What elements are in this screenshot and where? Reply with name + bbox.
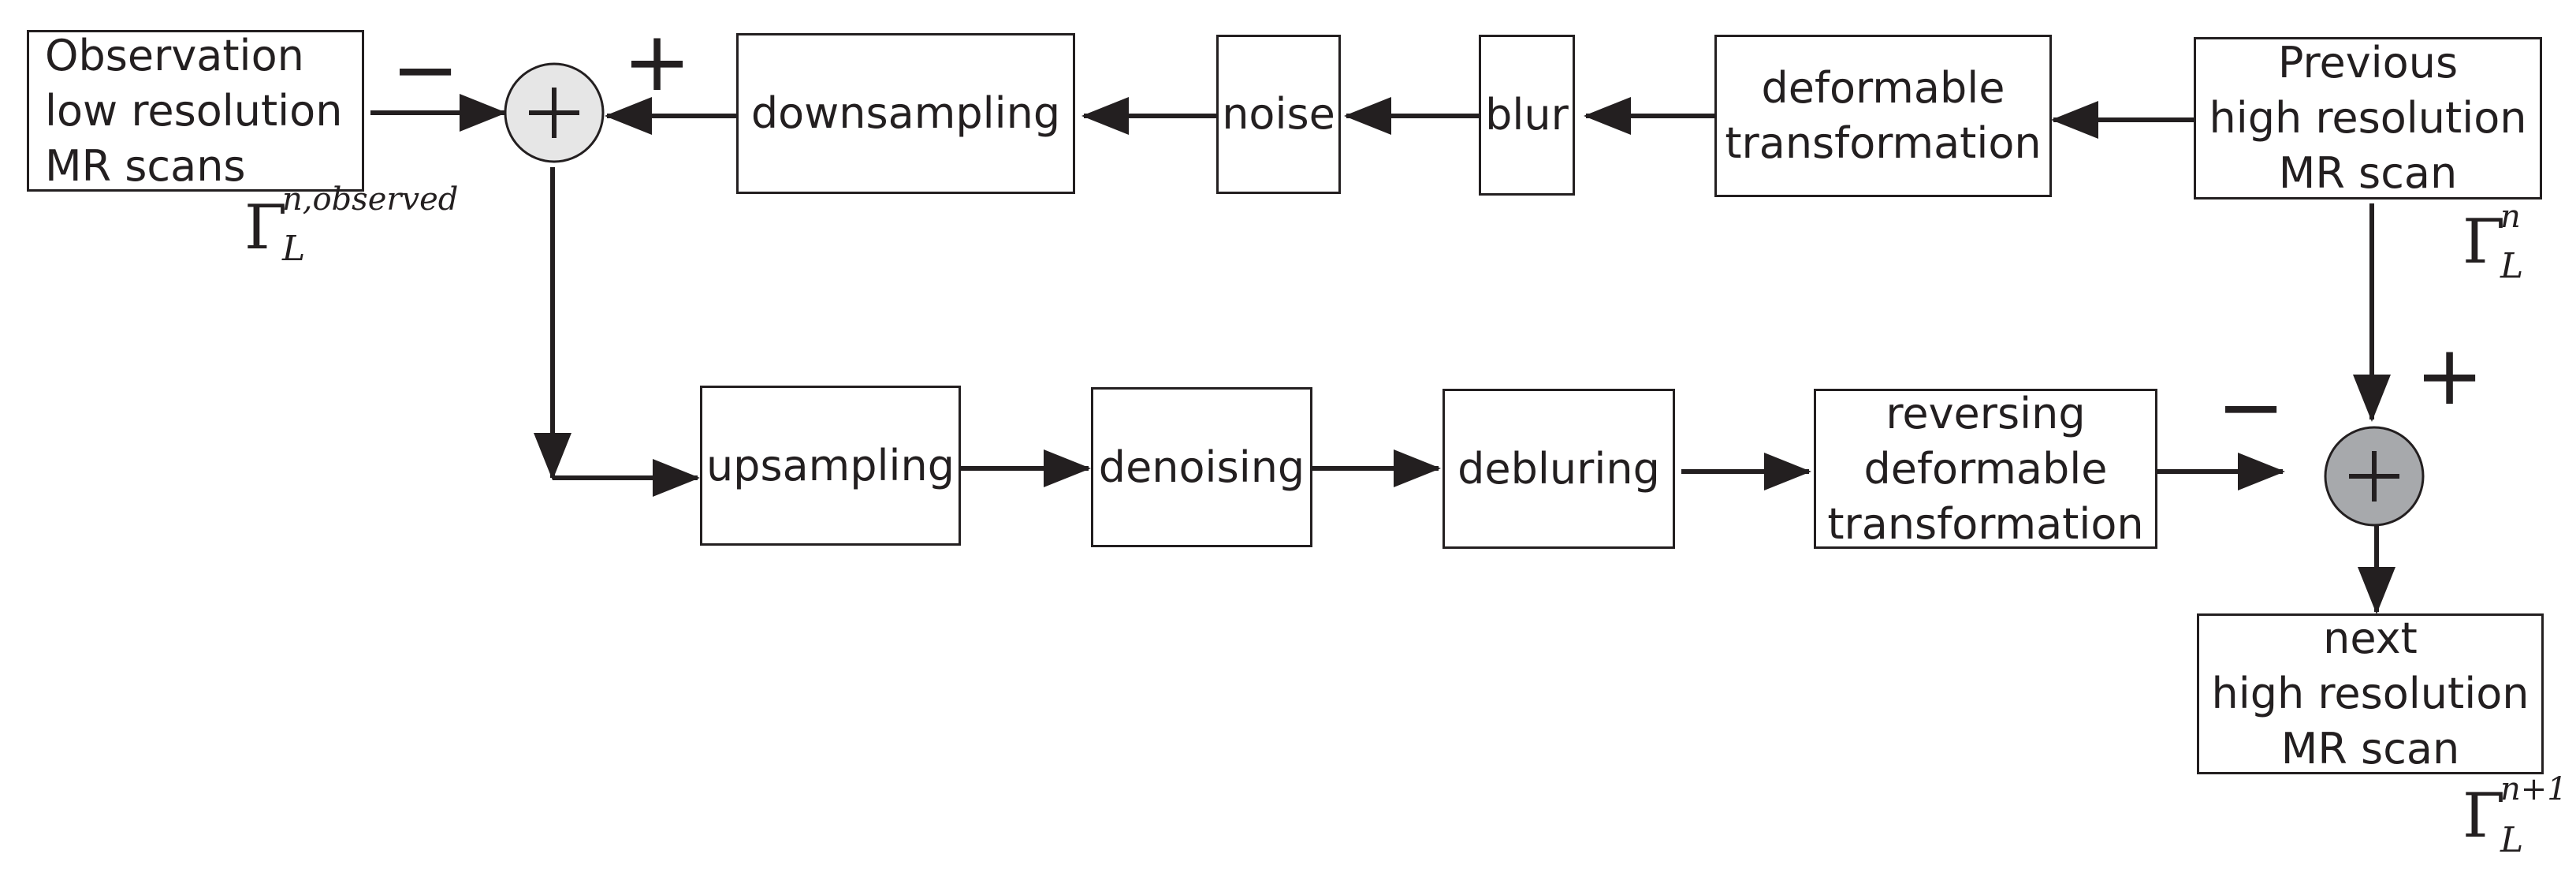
blur-label: blur xyxy=(1485,90,1569,140)
reversing-block: reversing deformable transformation xyxy=(1814,389,2157,549)
observation-label: Observation low resolution MR scans xyxy=(45,30,343,191)
reversing-label: reversing deformable transformation xyxy=(1827,388,2144,549)
deformable-label: deformable transformation xyxy=(1725,63,2042,168)
observation-block: Observation low resolution MR scans xyxy=(27,30,364,192)
gamma-observed-sub: L xyxy=(282,229,306,269)
right-minus-sign: − xyxy=(2217,359,2286,455)
gamma-next-symbol: Γ n+1 L xyxy=(2462,771,2567,860)
downsampling-label: downsampling xyxy=(750,88,1061,138)
downsampling-block: downsampling xyxy=(736,33,1075,194)
gamma-previous-symbol: Γ n L xyxy=(2462,199,2523,286)
previous-scan-block: Previous high resolution MR scan xyxy=(2194,37,2542,199)
noise-label: noise xyxy=(1222,89,1335,139)
deformable-block: deformable transformation xyxy=(1714,35,2052,197)
denoising-label: denoising xyxy=(1098,442,1305,492)
gamma-observed-base: Γ xyxy=(244,192,288,263)
upsampling-block: upsampling xyxy=(700,386,961,546)
gamma-next-sup: n+1 xyxy=(2500,771,2567,807)
gamma-observed-sup: n,observed xyxy=(282,181,459,218)
top-plus-sign: + xyxy=(623,13,692,110)
next-scan-block: next high resolution MR scan xyxy=(2197,613,2544,774)
gamma-next-sub: L xyxy=(2500,820,2524,860)
next-scan-label: next high resolution MR scan xyxy=(2211,613,2529,774)
denoising-block: denoising xyxy=(1091,387,1312,547)
blur-block: blur xyxy=(1479,35,1575,196)
gamma-previous-sub: L xyxy=(2500,246,2524,286)
debluring-block: debluring xyxy=(1442,389,1675,549)
summing-junction-top xyxy=(504,62,605,163)
top-minus-sign: − xyxy=(391,21,460,117)
noise-block: noise xyxy=(1216,35,1341,194)
right-plus-sign: + xyxy=(2415,327,2485,423)
gamma-previous-base: Γ xyxy=(2462,207,2506,278)
gamma-next-base: Γ xyxy=(2462,781,2506,852)
gamma-previous-sup: n xyxy=(2500,199,2521,235)
summing-junction-bottom xyxy=(2324,426,2425,527)
upsampling-label: upsampling xyxy=(705,440,955,490)
gamma-observed-symbol: Γ n,observed L xyxy=(244,181,458,269)
previous-scan-label: Previous high resolution MR scan xyxy=(2209,38,2527,198)
debluring-label: debluring xyxy=(1457,443,1660,494)
